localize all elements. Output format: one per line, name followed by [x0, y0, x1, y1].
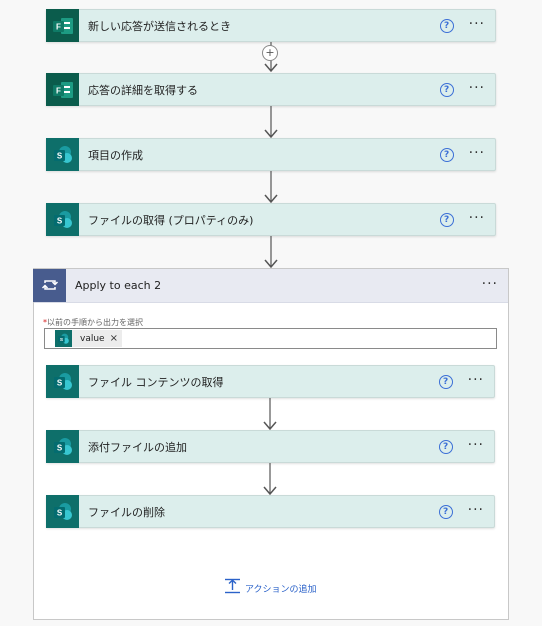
remove-token-icon[interactable]: × [109, 333, 118, 344]
loop-icon [33, 268, 66, 302]
step-card-delete-file[interactable]: S ファイルの削除 ? ··· [46, 495, 495, 528]
connector-arrow [264, 236, 278, 268]
add-action-button[interactable]: アクションの追加 [224, 578, 317, 598]
required-mark: * [43, 318, 47, 327]
step-title: ファイル コンテンツの取得 [88, 375, 224, 389]
sharepoint-icon: S [46, 430, 79, 463]
svg-text:F: F [56, 86, 61, 95]
svg-text:S: S [56, 151, 62, 160]
svg-text:S: S [56, 378, 62, 387]
svg-text:S: S [60, 337, 63, 343]
help-icon[interactable]: ? [439, 212, 454, 227]
sharepoint-icon: S [46, 365, 79, 398]
help-icon[interactable]: ? [438, 374, 453, 389]
more-options-icon[interactable]: ··· [467, 436, 484, 453]
connector-arrow [263, 463, 277, 495]
step-title: ファイルの削除 [88, 505, 165, 519]
step-card-get-file-properties[interactable]: S ファイルの取得 (プロパティのみ) ? ··· [46, 203, 496, 236]
more-options-icon[interactable]: ··· [468, 209, 485, 226]
sharepoint-icon: S [46, 138, 79, 171]
help-icon[interactable]: ? [438, 504, 453, 519]
connector-arrow [263, 398, 277, 430]
step-card-create-item[interactable]: S 項目の作成 ? ··· [46, 138, 496, 171]
help-icon[interactable]: ? [439, 18, 454, 33]
select-output-label: *以前の手順から出力を選択 [43, 317, 143, 328]
value-token[interactable]: S value × [55, 330, 122, 347]
help-icon[interactable]: ? [439, 82, 454, 97]
svg-text:S: S [56, 216, 62, 225]
step-title: 添付ファイルの追加 [88, 440, 187, 454]
svg-text:S: S [56, 443, 62, 452]
add-action-label: アクションの追加 [245, 584, 317, 595]
sharepoint-icon: S [46, 495, 79, 528]
svg-text:S: S [56, 508, 62, 517]
select-output-label-text: 以前の手順から出力を選択 [47, 318, 143, 327]
sharepoint-icon: S [55, 330, 72, 347]
help-icon[interactable]: ? [438, 439, 453, 454]
more-options-icon[interactable]: ··· [481, 275, 498, 292]
more-options-icon[interactable]: ··· [468, 15, 485, 32]
step-card-get-file-content[interactable]: S ファイル コンテンツの取得 ? ··· [46, 365, 495, 398]
connector-arrow [264, 171, 278, 203]
step-title: 新しい応答が送信されるとき [88, 19, 231, 33]
apply-to-each-title: Apply to each 2 [75, 279, 162, 292]
step-card-add-attachment[interactable]: S 添付ファイルの追加 ? ··· [46, 430, 495, 463]
more-options-icon[interactable]: ··· [468, 79, 485, 96]
svg-text:F: F [56, 22, 61, 31]
forms-icon: F [46, 9, 79, 42]
step-card-new-response[interactable]: F 新しい応答が送信されるとき ? ··· [46, 9, 496, 42]
more-options-icon[interactable]: ··· [467, 371, 484, 388]
add-action-icon [224, 578, 241, 598]
select-output-field[interactable]: S value × [44, 328, 497, 349]
help-icon[interactable]: ? [439, 147, 454, 162]
more-options-icon[interactable]: ··· [468, 144, 485, 161]
step-title: ファイルの取得 (プロパティのみ) [88, 213, 254, 227]
step-title: 応答の詳細を取得する [88, 83, 198, 97]
connector-arrow [264, 106, 278, 138]
step-title: 項目の作成 [88, 148, 143, 162]
step-card-get-response-details[interactable]: F 応答の詳細を取得する ? ··· [46, 73, 496, 106]
more-options-icon[interactable]: ··· [467, 501, 484, 518]
insert-step-plus-icon[interactable]: + [262, 45, 278, 61]
token-label: value [80, 333, 105, 344]
sharepoint-icon: S [46, 203, 79, 236]
apply-to-each-header[interactable]: Apply to each 2 ··· [33, 268, 508, 303]
forms-icon: F [46, 73, 79, 106]
